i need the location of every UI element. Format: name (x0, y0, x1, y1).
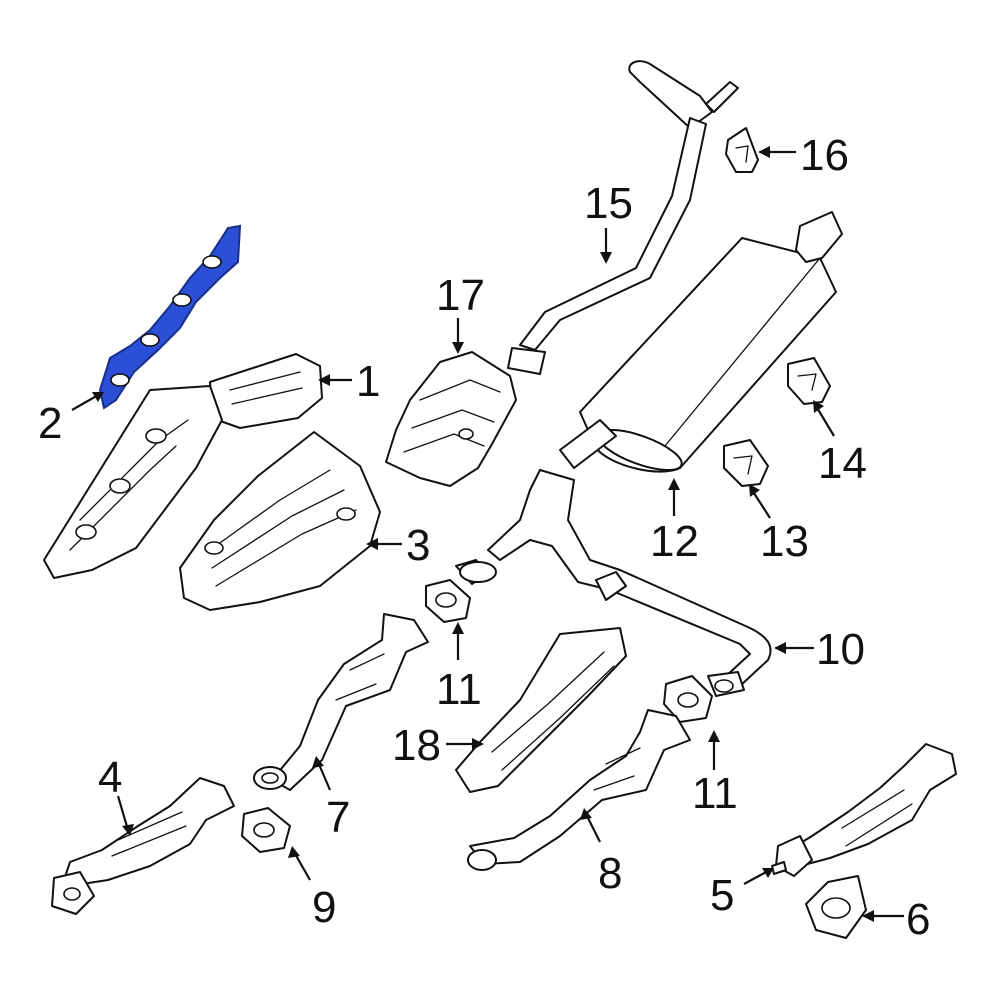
callout-4: 4 (98, 753, 122, 802)
callout-labels: 1 2 3 4 5 6 7 8 9 10 11 11 12 13 14 15 1… (38, 131, 930, 944)
manifold-heat-shield[interactable] (179, 431, 381, 611)
callout-1: 1 (356, 357, 380, 406)
hanger-insulator-lower[interactable] (723, 439, 769, 487)
callout-2: 2 (38, 399, 62, 448)
flange-gasket-right[interactable] (663, 675, 713, 723)
callout-16: 16 (800, 131, 849, 180)
callout-8: 8 (598, 849, 622, 898)
converter-gasket-right[interactable] (805, 875, 867, 939)
callout-10: 10 (816, 625, 865, 674)
callout-12: 12 (650, 517, 699, 566)
flange-gasket-left[interactable] (425, 579, 471, 623)
converter-stud[interactable] (771, 861, 787, 875)
callout-9: 9 (312, 883, 336, 932)
callout-6: 6 (906, 895, 930, 944)
flange-gasket-lower[interactable] (241, 807, 291, 853)
callout-11-right: 11 (692, 769, 738, 818)
front-catalytic-converter-right[interactable] (775, 743, 957, 877)
leader-lines (71, 146, 904, 922)
tail-pipe[interactable] (507, 60, 739, 375)
callout-11-left: 11 (436, 665, 482, 714)
callout-18: 18 (392, 721, 441, 770)
callout-3: 3 (406, 521, 430, 570)
callout-17: 17 (436, 271, 485, 320)
heat-shield-lower[interactable] (455, 627, 627, 793)
callout-7: 7 (326, 793, 350, 842)
muffler[interactable] (559, 211, 843, 478)
manifold-gasket[interactable] (98, 224, 242, 410)
intermediate-pipe[interactable] (455, 469, 772, 697)
front-pipe-left[interactable] (253, 613, 429, 791)
tail-pipe-hanger[interactable] (725, 127, 759, 173)
heat-shield-upper[interactable] (385, 351, 517, 487)
callout-15: 15 (584, 179, 633, 228)
callout-14: 14 (818, 439, 867, 488)
hanger-insulator-upper[interactable] (787, 357, 831, 405)
front-catalytic-converter-left[interactable] (51, 777, 235, 915)
callout-5: 5 (710, 871, 734, 920)
front-pipe-right[interactable] (467, 709, 691, 871)
exhaust-manifold[interactable] (43, 353, 323, 579)
callout-13: 13 (760, 517, 809, 566)
